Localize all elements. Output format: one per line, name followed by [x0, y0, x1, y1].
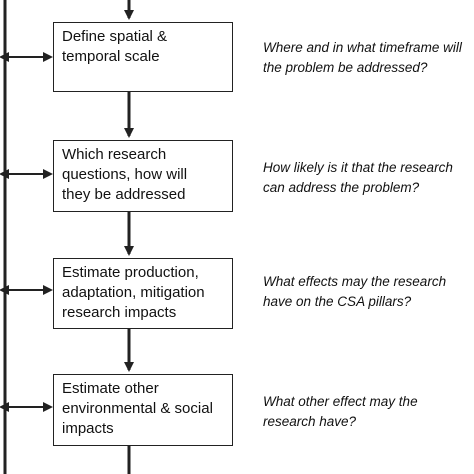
step-box-define-scale: Define spatial & temporal scale	[53, 22, 233, 92]
step-box-estimate-other-impacts: Estimate other environmental & social im…	[53, 374, 233, 446]
step-question-estimate-other-impacts: What other effect may the research have?	[263, 394, 418, 429]
step-box-estimate-research-impacts: Estimate production, adaptation, mitigat…	[53, 258, 233, 329]
step-question-define-scale: Where and in what timeframe will the pro…	[263, 40, 462, 75]
step-box-research-questions: Which research questions, how will they …	[53, 140, 233, 212]
step-question-estimate-research-impacts: What effects may the research have on th…	[263, 274, 447, 309]
step-question-research-questions: How likely is it that the research can a…	[263, 160, 453, 195]
